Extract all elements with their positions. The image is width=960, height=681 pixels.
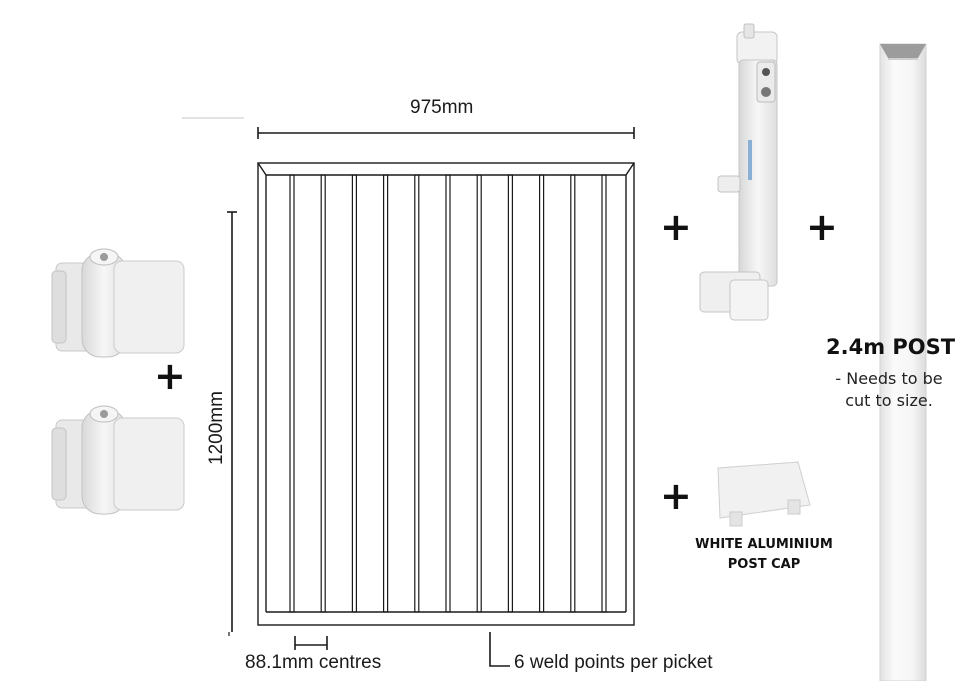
gate-pickets: [289, 174, 607, 613]
post-cap-label-line-2: POST CAP: [727, 557, 801, 572]
picket: [320, 174, 326, 613]
plus-sign-hinges: +: [154, 354, 186, 398]
post-cap-icon: [717, 461, 811, 527]
height-dimension-line: [227, 211, 237, 632]
latch-icon: [699, 23, 778, 321]
weld-label: 6 weld points per picket: [514, 652, 713, 673]
post-cap-label-line-1: WHITE ALUMINIUM: [695, 537, 833, 552]
plus-sign-latch: +: [660, 205, 692, 249]
post-title: 2.4m POST: [826, 335, 956, 359]
post-icon: [879, 43, 927, 681]
post-note-line-1: - Needs to be: [835, 369, 943, 388]
picket: [289, 174, 295, 613]
hinge-icon: [51, 248, 185, 358]
width-label: 975mm: [410, 97, 474, 118]
plus-sign-post: +: [806, 205, 838, 249]
centres-marker: [294, 636, 328, 650]
picket: [351, 174, 357, 613]
plus-sign-cap: +: [660, 474, 692, 518]
weld-marker: [489, 632, 510, 667]
picket: [570, 174, 576, 613]
picket: [414, 174, 420, 613]
post-cap-label: WHITE ALUMINIUM POST CAP: [684, 535, 844, 575]
picket: [445, 174, 451, 613]
post-note: - Needs to be cut to size.: [825, 368, 953, 412]
centres-label: 88.1mm centres: [245, 652, 382, 673]
width-dimension-line: [257, 127, 635, 139]
hinge-icon: [51, 405, 185, 515]
picket: [383, 174, 389, 613]
picket: [476, 174, 482, 613]
picket: [538, 174, 545, 613]
picket: [507, 174, 513, 613]
post-note-line-2: cut to size.: [845, 391, 933, 410]
picket: [601, 174, 607, 613]
height-label: 1200mm: [206, 391, 227, 465]
